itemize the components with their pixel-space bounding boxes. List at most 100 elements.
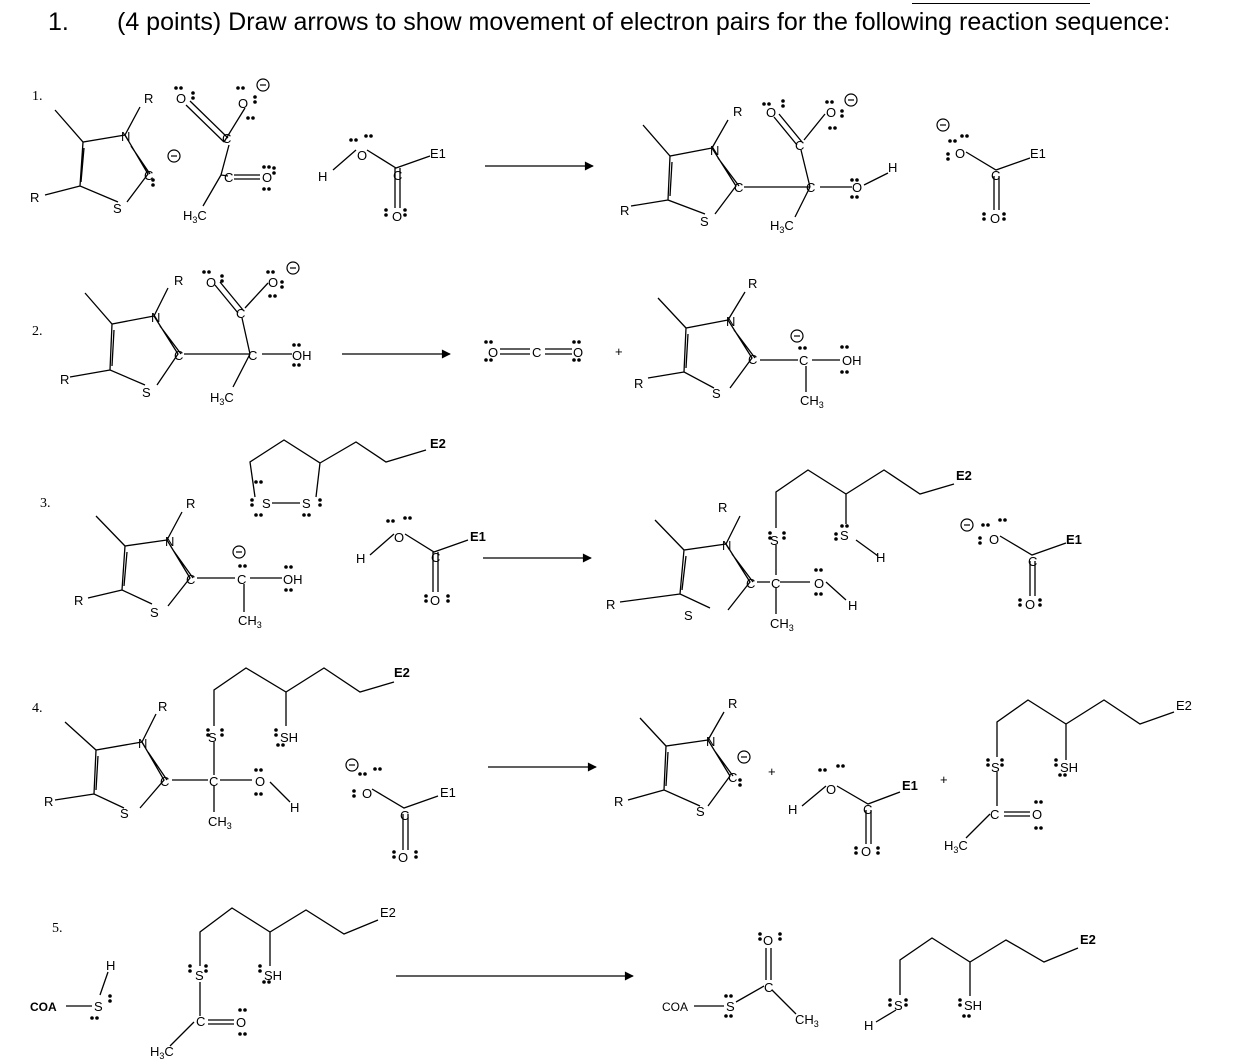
svg-text:O: O	[573, 345, 583, 360]
pyruvate-1: O O C C O H3C	[176, 91, 272, 225]
svg-text:R: R	[748, 276, 757, 291]
acetyl-coa-5: COA S C O CH3	[662, 933, 819, 1029]
svg-text:O: O	[766, 105, 776, 120]
svg-text:N: N	[138, 736, 147, 751]
svg-text:S: S	[120, 806, 129, 821]
svg-text:N: N	[151, 310, 160, 325]
svg-text:C: C	[746, 576, 755, 591]
acid-e1-1: H O C O E1	[318, 146, 446, 224]
svg-text:O: O	[430, 593, 440, 608]
svg-text:R: R	[733, 104, 742, 119]
svg-text:S: S	[94, 999, 103, 1014]
svg-text:H: H	[848, 598, 857, 613]
svg-text:C: C	[237, 572, 246, 587]
svg-text:O: O	[206, 275, 216, 290]
svg-text:CH3: CH3	[770, 616, 794, 633]
svg-text:O: O	[398, 850, 408, 865]
svg-text:O: O	[814, 576, 824, 591]
svg-text:R: R	[30, 190, 39, 205]
co2-2: O C O	[488, 345, 583, 360]
svg-text:S: S	[150, 605, 159, 620]
svg-text:O: O	[1032, 807, 1042, 822]
svg-text:O: O	[236, 1015, 246, 1030]
acid-e1-3: H O C O E1	[356, 529, 486, 608]
lipoamide-3: S S E2	[249, 436, 446, 511]
svg-text:R: R	[614, 794, 623, 809]
svg-text:N: N	[165, 534, 174, 549]
step-number-4: 4.	[32, 701, 43, 716]
svg-text:E2: E2	[956, 468, 972, 483]
svg-text:H: H	[864, 1018, 873, 1033]
svg-text:R: R	[606, 597, 615, 612]
svg-text:R: R	[620, 203, 629, 218]
acetyl-dihydrolipoamide-5: S SH C O H3C E2	[150, 905, 396, 1060]
svg-text:N: N	[706, 734, 715, 749]
svg-text:C: C	[771, 576, 780, 591]
svg-text:C: C	[209, 774, 218, 789]
svg-text:O: O	[176, 91, 186, 106]
svg-text:C: C	[734, 180, 743, 195]
carboxylate-e1-4: O C O E1	[362, 785, 456, 865]
svg-text:R: R	[186, 496, 195, 511]
answer-line	[912, 3, 1090, 4]
svg-text:O: O	[392, 209, 402, 224]
svg-text:E1: E1	[1066, 532, 1082, 547]
svg-text:O: O	[357, 148, 367, 163]
dihydrolipoamide-5: S SH H E2	[864, 932, 1096, 1033]
svg-text:O: O	[362, 786, 372, 801]
svg-text:H3C: H3C	[183, 208, 207, 225]
formal-charges	[167, 78, 974, 772]
svg-text:O: O	[488, 345, 498, 360]
svg-text:O: O	[990, 211, 1000, 226]
svg-text:S: S	[113, 201, 122, 216]
carboxylate-e1-1: O C O E1	[955, 146, 1046, 226]
plus-sign-4b: +	[940, 772, 948, 787]
svg-text:O: O	[955, 146, 965, 161]
svg-text:N: N	[722, 538, 731, 553]
thiazolium-ylide-4: N S C R R	[614, 696, 737, 819]
adduct-2: N S C R R C O O C OH H3C	[60, 273, 312, 407]
svg-text:C: C	[196, 1014, 205, 1029]
svg-text:S: S	[700, 214, 709, 229]
svg-text:O: O	[262, 170, 272, 185]
svg-text:R: R	[728, 696, 737, 711]
lone-pair-dots	[90, 86, 1067, 1036]
plus-sign-2: +	[615, 344, 623, 359]
svg-text:S: S	[208, 730, 217, 745]
svg-text:R: R	[74, 593, 83, 608]
enamine-2: N S C R R C OH CH3	[634, 276, 862, 410]
svg-text:H: H	[290, 800, 299, 815]
svg-text:C: C	[144, 168, 153, 183]
thiazolium-ylide-1: N S C R R	[30, 91, 153, 216]
svg-text:C: C	[400, 808, 409, 823]
svg-text:O: O	[1025, 597, 1035, 612]
step-number-3: 3.	[40, 496, 51, 511]
svg-text:E2: E2	[430, 436, 446, 451]
svg-text:E1: E1	[1030, 146, 1046, 161]
svg-text:N: N	[726, 314, 735, 329]
step-number-1: 1.	[32, 89, 43, 104]
svg-text:C: C	[224, 170, 233, 185]
svg-text:O: O	[238, 96, 248, 111]
svg-text:E1: E1	[440, 785, 456, 800]
svg-text:R: R	[174, 273, 183, 288]
svg-text:O: O	[763, 933, 773, 948]
svg-text:OH: OH	[283, 572, 303, 587]
svg-text:C: C	[174, 348, 183, 363]
svg-text:C: C	[431, 550, 440, 565]
svg-text:C: C	[863, 802, 872, 817]
svg-text:O: O	[826, 782, 836, 797]
svg-text:C: C	[160, 774, 169, 789]
svg-text:N: N	[710, 143, 719, 158]
svg-text:C: C	[393, 168, 402, 183]
svg-text:H: H	[106, 958, 115, 973]
svg-text:OH: OH	[842, 353, 862, 368]
lipoyl-adduct-4: N S C R R C O H S SH CH3 E2	[44, 665, 410, 831]
svg-text:C: C	[248, 348, 257, 363]
svg-text:CH3: CH3	[238, 613, 262, 630]
svg-text:H: H	[318, 169, 327, 184]
lipoyl-adduct-3: N S C R R C O H S S H CH3 E2	[606, 468, 972, 633]
svg-text:R: R	[60, 372, 69, 387]
svg-text:S: S	[262, 496, 271, 511]
svg-text:S: S	[894, 998, 903, 1013]
